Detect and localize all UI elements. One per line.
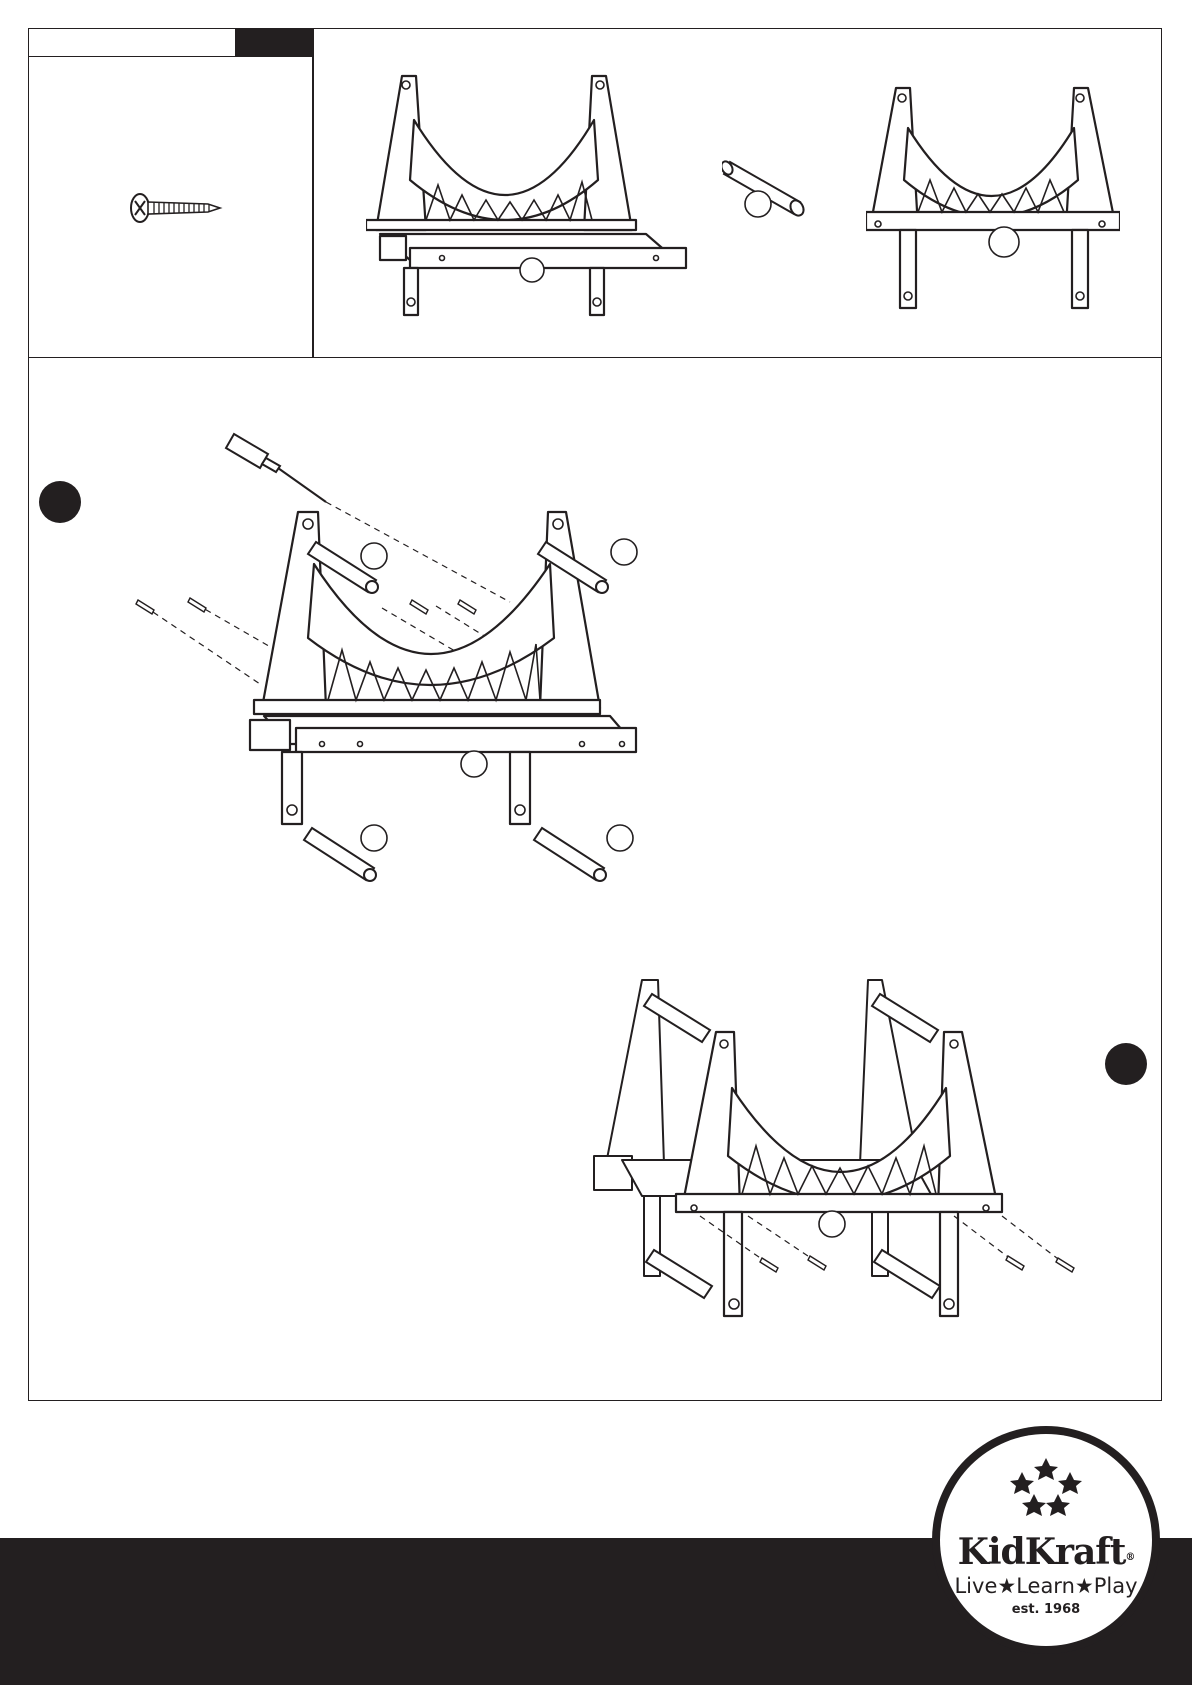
- parts-divider: [312, 28, 314, 358]
- bridge-part-icon: [866, 84, 1120, 312]
- screw-icon: [128, 190, 224, 226]
- dowel-icon: [722, 158, 806, 224]
- step-one-illustration: [130, 424, 690, 884]
- bridge-part-icon: [366, 70, 692, 318]
- hardware-count-tab: [235, 28, 312, 57]
- logo-tagline: Live★Learn★Play: [928, 1574, 1164, 1598]
- step-two-badge: [1105, 1043, 1147, 1085]
- step-one-badge: [39, 481, 81, 523]
- step-two-illustration: [592, 976, 1082, 1326]
- logo-established: est. 1968: [928, 1602, 1164, 1618]
- logo-brand: KidKraft®: [928, 1532, 1164, 1572]
- brand-logo: KidKraft® Live★Learn★Play est. 1968: [928, 1422, 1164, 1658]
- screwdriver-icon: [226, 434, 326, 502]
